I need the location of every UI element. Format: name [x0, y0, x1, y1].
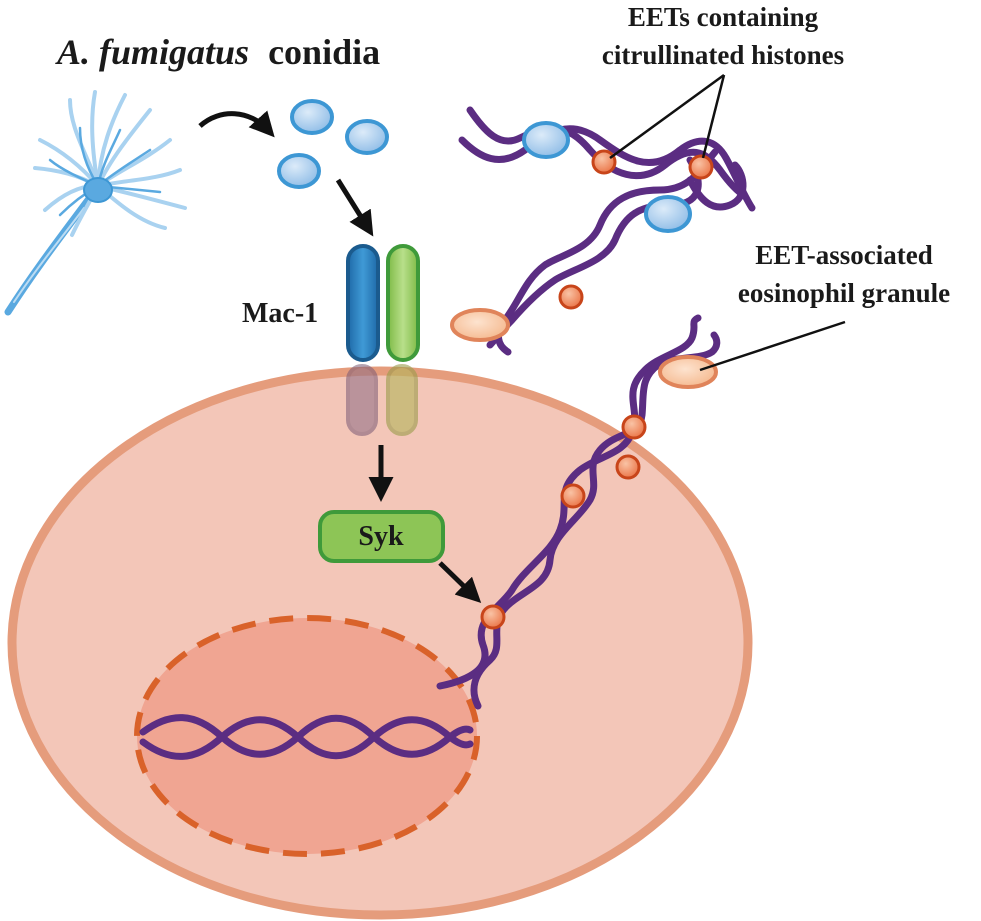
conidium	[644, 195, 692, 233]
histone	[591, 149, 617, 175]
syk-box	[318, 510, 445, 563]
label-pointers	[609, 73, 846, 372]
eosinophil-granules	[450, 308, 718, 389]
nuclear-dna	[139, 714, 474, 760]
eets-label-line2: citrullinated histones	[602, 40, 844, 70]
fungus-conidiophore-icon	[4, 90, 187, 316]
conidia-word-label: conidia	[268, 32, 380, 72]
granule-label-line2: eosinophil granule	[738, 278, 950, 308]
histone	[621, 414, 647, 440]
conidium	[345, 119, 389, 155]
histone	[615, 454, 641, 480]
nucleus	[134, 615, 480, 857]
histones	[480, 149, 714, 630]
granule	[658, 355, 718, 389]
conidium	[277, 153, 321, 189]
mac1-label: Mac-1	[242, 298, 318, 329]
histone	[560, 483, 586, 509]
curved-arrow-icon	[198, 110, 275, 138]
arrows	[198, 110, 482, 603]
eets-label-line1: EETs containing	[628, 2, 819, 32]
mac1-receptor	[346, 244, 420, 436]
histone	[558, 284, 584, 310]
syk-label: Syk	[358, 521, 404, 552]
conidium	[290, 99, 334, 135]
arrow-to-histone-icon	[438, 561, 482, 603]
free-conidia	[277, 99, 389, 189]
arrow-to-mac1-icon	[335, 178, 374, 237]
granule	[450, 308, 510, 342]
conidia-species-label: A. fumigatus	[55, 32, 249, 72]
histone	[688, 154, 714, 180]
eet-conidia	[522, 121, 692, 233]
conidium	[522, 121, 570, 159]
conidia-title: A. fumigatus conidia	[55, 32, 380, 72]
histone	[480, 604, 506, 630]
granule-label-line1: EET-associated	[755, 240, 933, 270]
eet-strands-upper	[458, 106, 756, 356]
